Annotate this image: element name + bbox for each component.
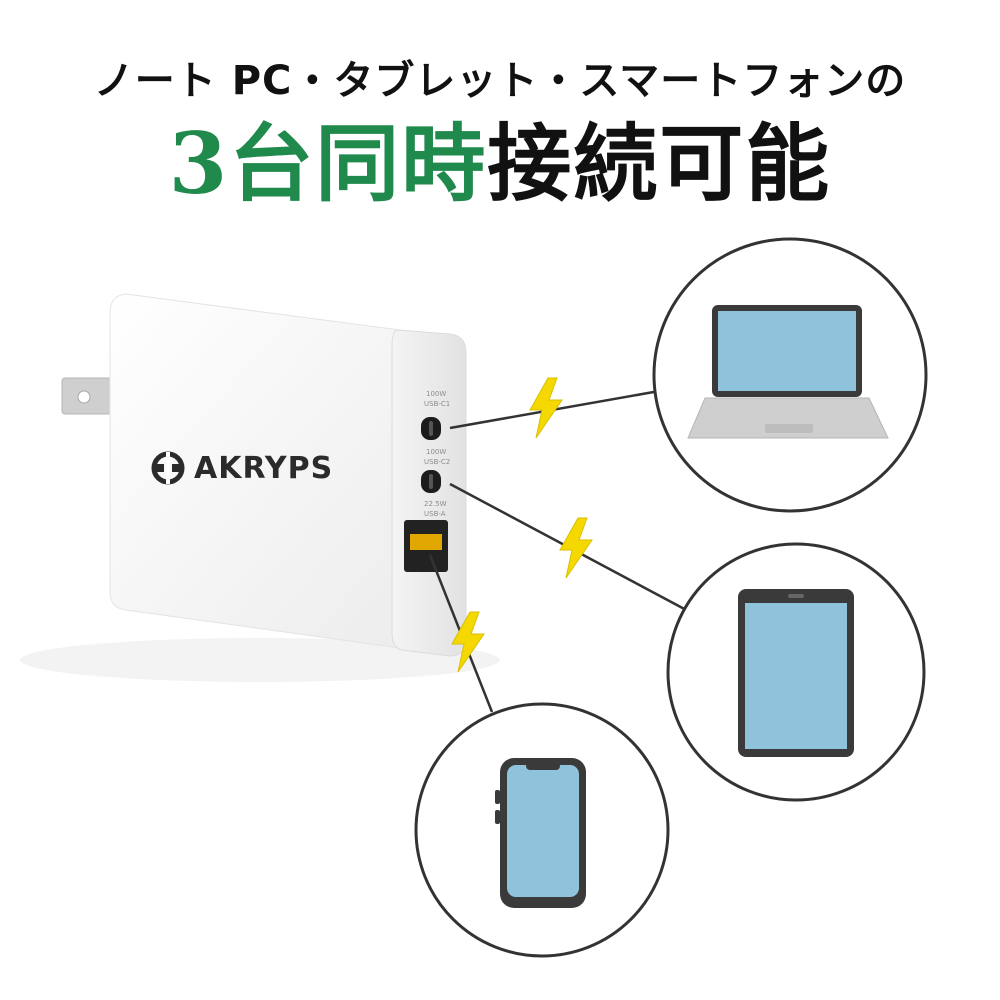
tagline: 3台同時接続可能 — [0, 117, 1000, 210]
port-2-watt: 100W — [426, 448, 446, 456]
lightning-bolt-icon — [559, 517, 593, 579]
port-1-watt: 100W — [426, 390, 446, 398]
floor-shadow — [20, 638, 500, 682]
smartphone-device — [414, 702, 670, 958]
port-2-name: USB-C2 — [424, 458, 450, 466]
plug-prong — [61, 377, 113, 415]
brand-logo-icon — [151, 451, 185, 485]
port-3-watt: 22.5W — [424, 500, 447, 508]
lightning-bolt-icon — [451, 611, 485, 673]
port-3-name: USB-A — [424, 510, 446, 518]
laptop-device — [652, 237, 928, 513]
tagline-highlight: 3台同時 — [168, 114, 488, 213]
tablet-device — [666, 542, 926, 802]
laptop-icon — [687, 305, 889, 439]
charger: AKRYPS 100W USB-C1 100W USB-C2 22.5W USB… — [109, 293, 467, 657]
headline: ノート PC・タブレット・スマートフォンの — [93, 58, 907, 104]
port-1-name: USB-C1 — [424, 400, 450, 408]
brand-name: AKRYPS — [194, 451, 333, 486]
tagline-rest: 接続可能 — [487, 114, 832, 213]
lightning-bolt-icon — [529, 377, 563, 439]
smartphone-icon — [495, 758, 586, 908]
tablet-icon — [738, 589, 854, 757]
